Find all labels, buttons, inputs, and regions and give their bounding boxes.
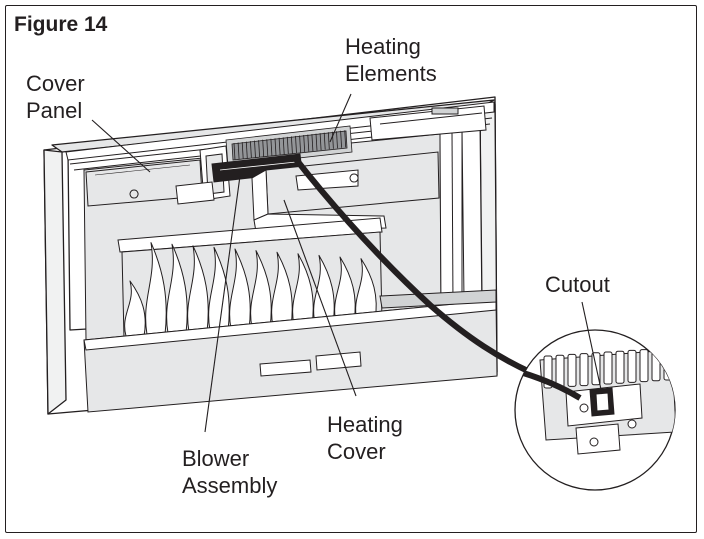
heating-fin — [332, 131, 334, 149]
heating-fin — [262, 139, 265, 157]
heating-fin — [340, 130, 342, 148]
flame — [229, 248, 251, 330]
heating-fin — [299, 135, 301, 153]
flame — [250, 250, 272, 329]
flame — [355, 258, 377, 322]
flame — [208, 246, 230, 331]
power-cord — [292, 155, 533, 375]
label-heating-cover: Heating Cover — [327, 411, 403, 465]
flame — [166, 243, 188, 334]
label-line: Cover — [327, 439, 386, 464]
heating-fin — [250, 141, 252, 159]
zoom-fin — [555, 354, 565, 388]
label-line: Assembly — [182, 473, 278, 498]
flame — [334, 256, 356, 323]
blower-assembly — [175, 145, 303, 205]
label-line: Elements — [345, 61, 437, 86]
heating-fin — [319, 133, 322, 151]
figure-title: Figure 14 — [14, 13, 108, 36]
heating-fin — [286, 136, 289, 154]
flame — [187, 245, 209, 333]
heating-fin — [344, 130, 347, 148]
label-line: Heating — [345, 34, 421, 59]
heating-fin — [266, 139, 269, 157]
heating-fin — [237, 142, 240, 160]
flame — [271, 251, 293, 327]
flame — [145, 242, 167, 336]
heating-fin — [282, 137, 285, 155]
zoom-fin — [639, 349, 649, 383]
zoom-fin — [579, 353, 589, 387]
heating-fin — [274, 138, 277, 156]
heating-fin — [245, 141, 248, 159]
zoom-fin — [603, 351, 613, 385]
label-line: Blower — [182, 446, 250, 471]
label-line: Heating — [327, 412, 403, 437]
heating-fin — [311, 134, 314, 152]
label-line: Panel — [26, 98, 83, 123]
zoom-fin — [663, 347, 673, 381]
heating-fin — [307, 134, 310, 152]
heating-fin — [315, 133, 318, 151]
cutout-zoom-callout — [514, 329, 676, 491]
heating-fin — [254, 140, 256, 158]
leader-lines — [91, 93, 603, 433]
heating-fin — [336, 131, 338, 149]
heating-fin — [241, 142, 244, 160]
flame — [313, 254, 335, 324]
label-blower-assembly: Blower Assembly — [182, 445, 277, 499]
heating-fin — [327, 132, 330, 150]
figure-frame — [5, 5, 697, 533]
label-cover-panel: Cover Panel — [26, 70, 85, 124]
flame-shapes — [124, 242, 377, 337]
heating-fin — [270, 138, 273, 156]
zoom-fin — [615, 350, 625, 384]
top-rails — [65, 101, 495, 171]
flame — [124, 280, 146, 337]
heating-fin — [278, 137, 281, 155]
zoom-fin — [567, 353, 577, 387]
zoom-fin — [627, 349, 637, 383]
flame — [292, 253, 314, 326]
heating-fin — [303, 134, 306, 153]
heating-fin — [258, 140, 260, 158]
label-heating-elements: Heating Elements — [345, 33, 437, 87]
heating-fin — [323, 132, 326, 150]
heating-fin — [295, 135, 297, 153]
heating-element-fins — [233, 130, 347, 161]
heating-fin — [233, 142, 236, 161]
bottom-trim — [83, 289, 498, 413]
label-line: Cover — [26, 71, 85, 96]
heating-fin — [291, 136, 293, 154]
zoom-fin — [651, 348, 661, 382]
label-cutout: Cutout — [545, 272, 610, 297]
